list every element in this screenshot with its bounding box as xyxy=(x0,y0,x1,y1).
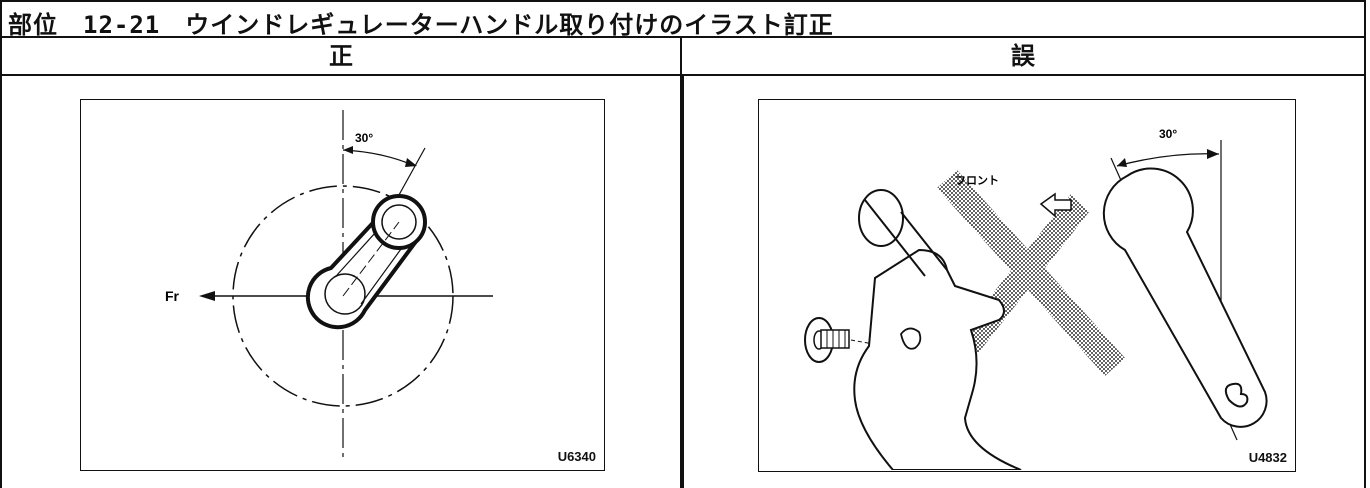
title-row: 部位 12-21 ウインドレギュレーターハンドル取り付けのイラスト訂正 xyxy=(0,0,1366,39)
wrong-column: フロント 30° xyxy=(680,74,1366,488)
angle-label: 30° xyxy=(1159,127,1177,141)
correct-illustration: Fr 30° U6340 xyxy=(80,99,605,471)
fr-label: Fr xyxy=(165,288,180,304)
correct-column: Fr 30° U6340 xyxy=(0,74,682,488)
cross-mark-b xyxy=(939,194,1089,380)
column-header-correct: 正 xyxy=(0,36,682,76)
handle-diagram-wrong: フロント 30° xyxy=(804,127,1268,471)
handle-body xyxy=(1102,167,1268,428)
figure-code: U6340 xyxy=(557,449,596,464)
angle-arc xyxy=(342,149,416,167)
thumb xyxy=(900,327,922,350)
handle-clip xyxy=(1224,382,1249,408)
handle-diagram-correct: Fr 30° xyxy=(165,110,493,462)
arc-arrow-right xyxy=(1207,149,1219,159)
hand xyxy=(853,248,1022,471)
handle-hub xyxy=(324,273,366,315)
knob-inner xyxy=(381,204,417,240)
angle-arc xyxy=(1116,153,1220,167)
column-header-wrong: 誤 xyxy=(680,36,1366,76)
spline-shaft xyxy=(820,329,850,349)
handle-knob xyxy=(858,189,904,247)
handle-arm xyxy=(864,199,948,277)
fr-arrowhead xyxy=(199,291,215,301)
figure-code: U4832 xyxy=(1248,450,1287,465)
arc-arrow-left xyxy=(343,146,353,154)
wrong-illustration: フロント 30° xyxy=(758,99,1296,472)
front-arrow-icon xyxy=(1039,192,1072,218)
handle-centerline xyxy=(342,221,400,297)
arc-arrow-left xyxy=(1117,158,1127,167)
angle-label: 30° xyxy=(355,131,373,145)
arc-arrow-right xyxy=(405,158,417,167)
front-label: フロント xyxy=(955,174,999,187)
page-title: 部位 12-21 ウインドレギュレーターハンドル取り付けのイラスト訂正 xyxy=(8,11,834,39)
